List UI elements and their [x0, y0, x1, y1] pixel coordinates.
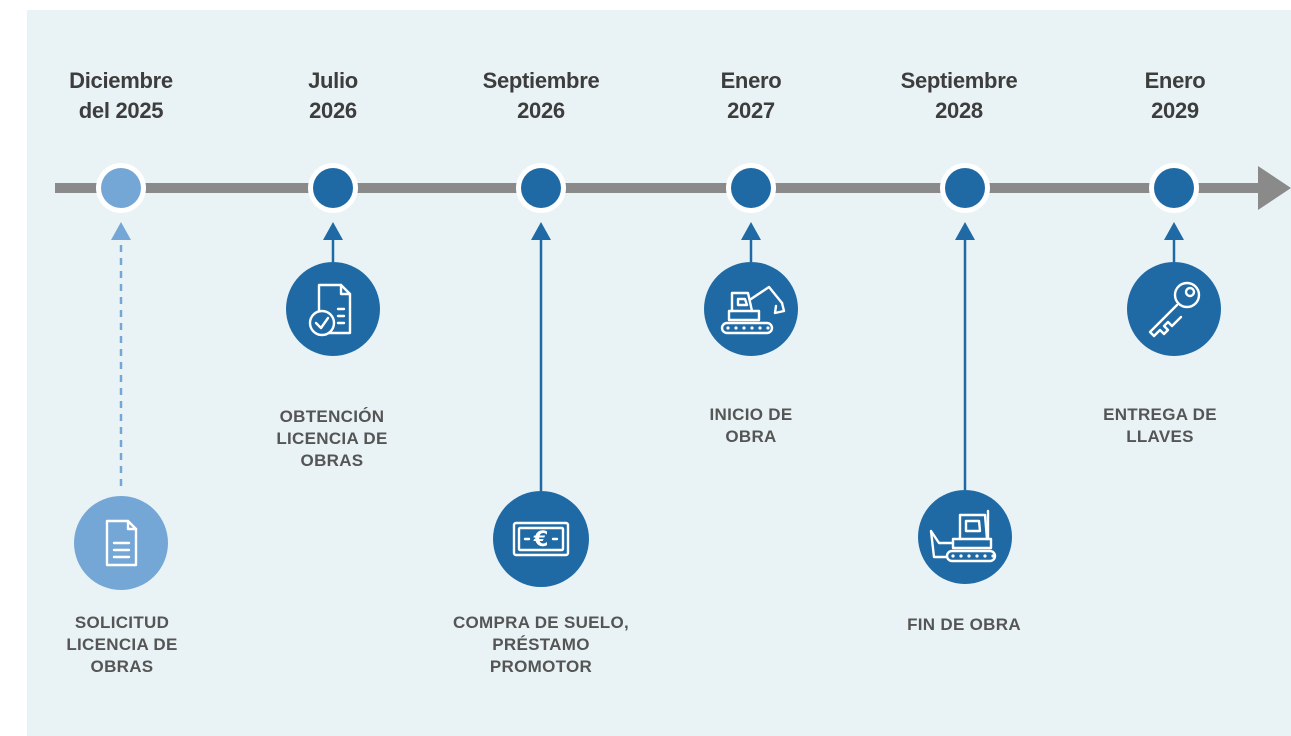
excavator-icon	[704, 262, 798, 356]
icon-stroke	[339, 283, 352, 296]
date-dic-2025: Diciembre del 2025	[21, 66, 221, 126]
track-wheel	[983, 554, 987, 558]
track-wheel	[726, 326, 730, 330]
bulldozer-icon	[918, 490, 1012, 584]
track-wheel	[750, 326, 754, 330]
label-line: COMPRA DE SUELO,	[452, 613, 630, 632]
date-line-1: Septiembre	[900, 68, 1018, 93]
body	[727, 309, 761, 322]
label-line: LICENCIA DE	[276, 429, 388, 448]
track-wheel	[758, 326, 762, 330]
euro-sign: €	[533, 527, 549, 551]
key-bow	[1173, 281, 1201, 309]
connector-arrowhead	[1164, 222, 1184, 240]
key-icon	[1127, 262, 1221, 356]
date-ene-2027: Enero 2027	[651, 66, 851, 126]
timeline-background	[27, 10, 1291, 736]
date-line-1: Diciembre	[69, 68, 173, 93]
icon-stroke	[126, 519, 138, 531]
check-badge	[308, 309, 336, 337]
date-line-1: Enero	[720, 68, 782, 93]
milestone-label-entrega: ENTREGA DE LLAVES	[1030, 404, 1290, 448]
connectors	[111, 222, 1184, 491]
document-icon	[74, 496, 168, 590]
date-sep-2028: Septiembre 2028	[859, 66, 1059, 126]
blade	[929, 529, 955, 559]
track	[720, 321, 774, 335]
date-line-2: del 2025	[78, 98, 164, 123]
icon-badge	[286, 262, 380, 356]
connector-arrowhead	[741, 222, 761, 240]
date-jul-2026: Julio 2026	[233, 66, 433, 126]
track-wheel	[959, 554, 963, 558]
timeline-node	[101, 168, 141, 208]
milestone-label-inicio: INICIO DE OBRA	[621, 404, 881, 448]
timeline-node	[313, 168, 353, 208]
label-line: PRÉSTAMO	[492, 635, 590, 654]
icon-badge	[493, 491, 589, 587]
icon-stroke	[517, 526, 565, 552]
key-blade	[1148, 303, 1183, 338]
date-line-2: 2029	[1151, 98, 1199, 123]
label-line: LICENCIA DE	[66, 635, 178, 654]
date-line-2: 2028	[935, 98, 983, 123]
label-line: OBRAS	[300, 451, 364, 470]
milestone-label-obtencion: OBTENCIÓN LICENCIA DE OBRAS	[202, 406, 462, 472]
date-ene-2029: Enero 2029	[1075, 66, 1275, 126]
track-wheel	[766, 326, 770, 330]
euro-banknote-icon: €	[493, 491, 589, 587]
cab	[958, 513, 989, 541]
label-line: PROMOTOR	[489, 657, 593, 676]
check-mark	[314, 316, 330, 330]
label-line: ENTREGA DE	[1103, 405, 1217, 424]
date-line-2: 2026	[517, 98, 565, 123]
bucket	[773, 301, 786, 315]
label-line: FIN DE OBRA	[907, 615, 1021, 634]
track-wheel	[975, 554, 979, 558]
label-line: INICIO DE	[709, 405, 793, 424]
track-wheel	[967, 554, 971, 558]
approved-document-icon	[286, 262, 380, 356]
timeline-node	[945, 168, 985, 208]
label-line: OBRA	[725, 427, 777, 446]
date-sep-2026: Septiembre 2026	[441, 66, 641, 126]
timeline-node	[1154, 168, 1194, 208]
timeline-node	[521, 168, 561, 208]
cab	[730, 291, 754, 313]
connector-arrowhead	[955, 222, 975, 240]
window	[964, 519, 982, 533]
label-line: OBTENCIÓN	[279, 407, 385, 426]
milestone-label-compra: COMPRA DE SUELO, PRÉSTAMO PROMOTOR	[411, 612, 671, 678]
icon-stroke	[512, 521, 570, 557]
date-line-2: 2027	[727, 98, 775, 123]
date-line-1: Enero	[1144, 68, 1206, 93]
date-line-2: 2026	[309, 98, 357, 123]
milestone-icons: €	[74, 262, 1221, 590]
timeline-nodes	[96, 163, 1199, 213]
track-wheel	[734, 326, 738, 330]
label-line: LLAVES	[1126, 427, 1194, 446]
connector-arrowhead	[531, 222, 551, 240]
key-hole	[1184, 286, 1196, 298]
boom	[749, 285, 784, 305]
milestone-label-solicitud: SOLICITUD LICENCIA DE OBRAS	[0, 612, 252, 678]
track-wheel	[951, 554, 955, 558]
timeline-axis	[55, 166, 1291, 210]
track-wheel	[742, 326, 746, 330]
timeline-node	[731, 168, 771, 208]
date-line-1: Septiembre	[482, 68, 600, 93]
date-line-1: Julio	[308, 68, 358, 93]
window	[736, 297, 749, 307]
label-line: OBRAS	[90, 657, 154, 676]
connector-arrowhead	[323, 222, 343, 240]
track-wheel	[991, 554, 995, 558]
icon-stroke	[105, 519, 138, 567]
label-line: SOLICITUD	[74, 613, 170, 632]
milestone-label-fin: FIN DE OBRA	[834, 614, 1094, 636]
axis-arrowhead	[1258, 166, 1291, 210]
connector-arrowhead	[111, 222, 131, 240]
